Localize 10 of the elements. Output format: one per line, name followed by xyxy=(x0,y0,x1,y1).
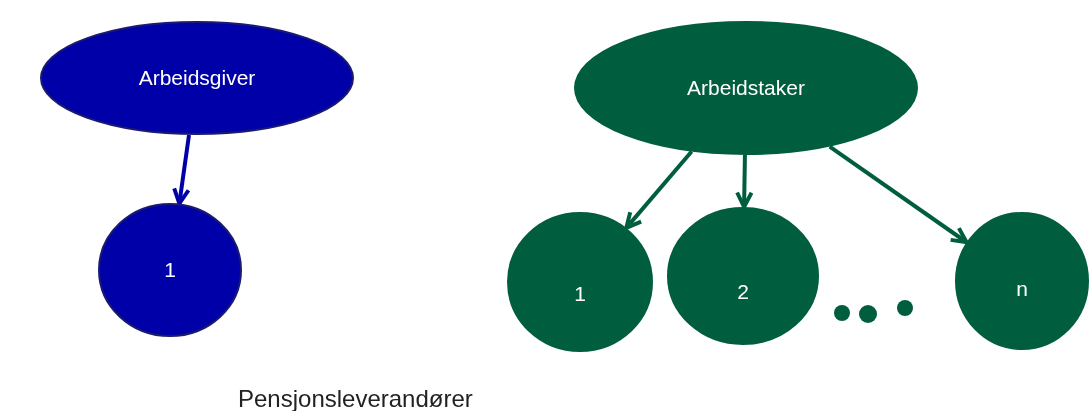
arrow xyxy=(172,134,191,206)
arrow xyxy=(828,144,969,245)
arrow xyxy=(735,154,754,209)
node-label: n xyxy=(1016,277,1028,301)
node-label: 1 xyxy=(164,258,176,282)
arrow xyxy=(624,150,694,230)
node-label: 2 xyxy=(737,280,749,304)
node-label: Arbeidsgiver xyxy=(138,66,256,90)
node-label: 1 xyxy=(574,282,586,306)
node-label: Arbeidstaker xyxy=(687,76,805,100)
